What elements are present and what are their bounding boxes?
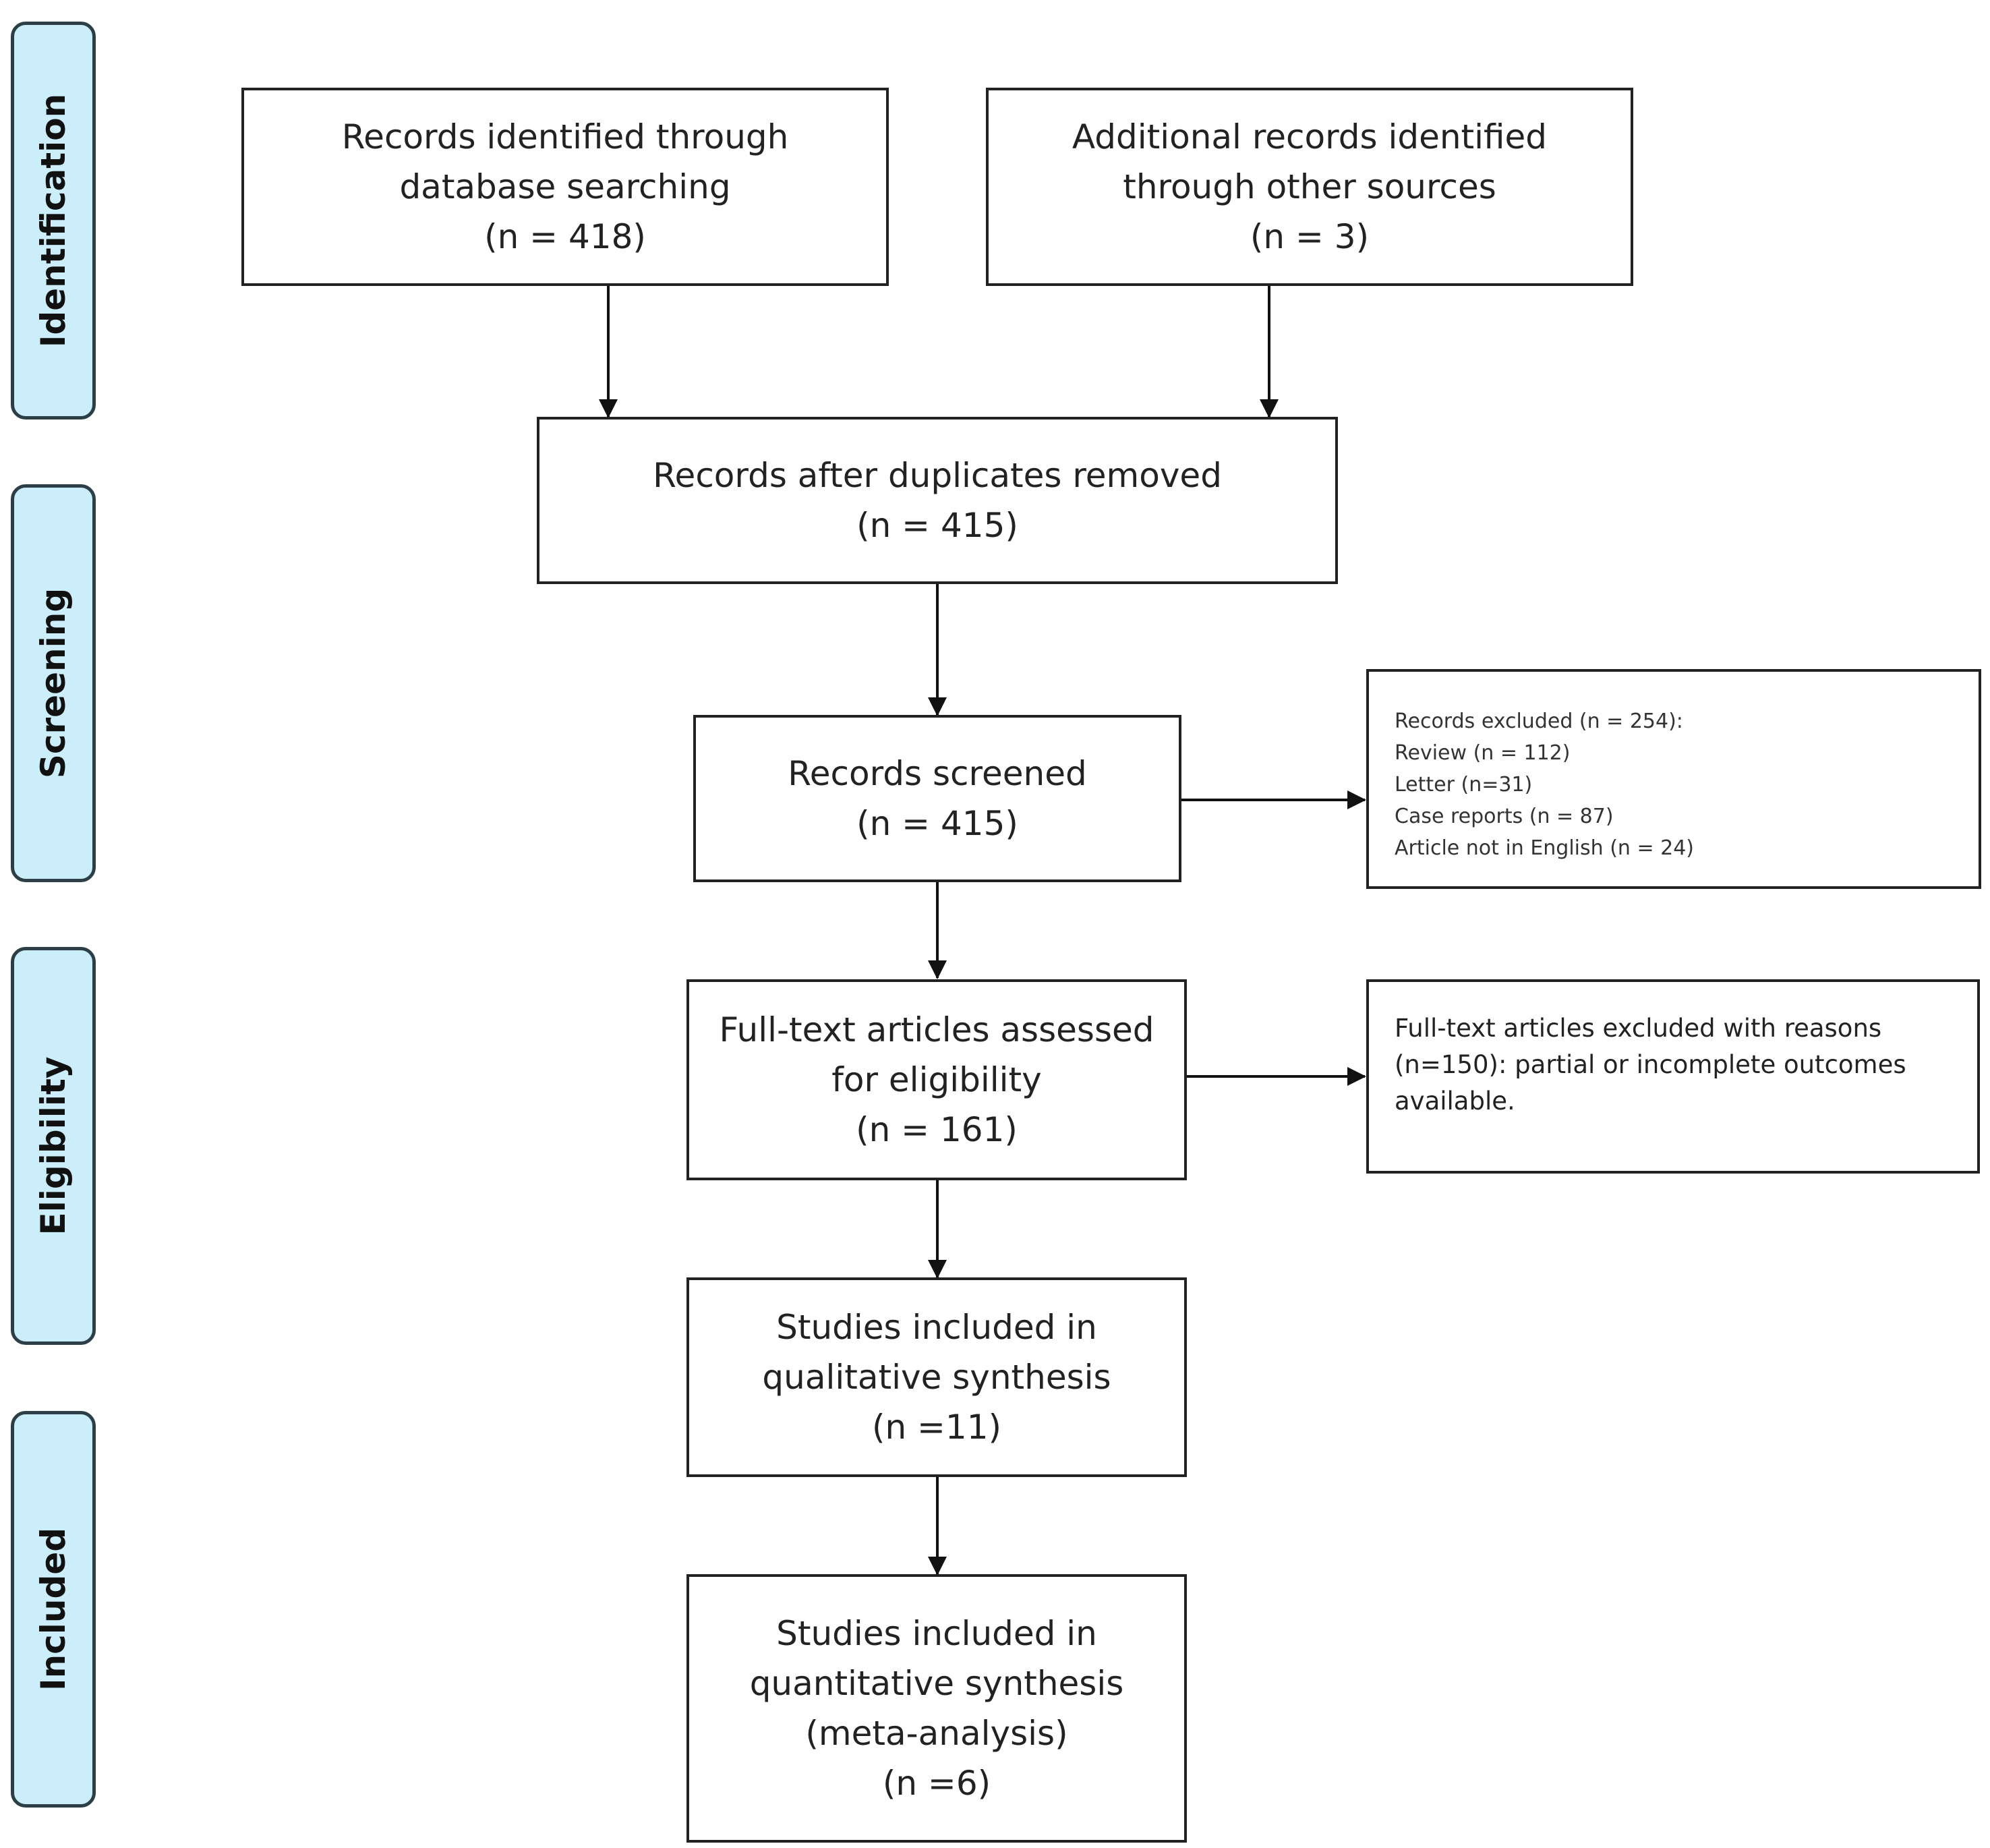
fulltext-count: (n = 161) — [856, 1110, 1018, 1149]
box-database-search: Records identified through database sear… — [241, 88, 889, 286]
arrowhead-excluded — [1347, 790, 1366, 809]
other-sources-line-2: through other sources — [1123, 167, 1496, 206]
arrowhead-fulltext — [928, 960, 947, 979]
arrowhead-database — [599, 399, 618, 418]
qualitative-count: (n =11) — [871, 1408, 1002, 1447]
fulltext-line-2: for eligibility — [831, 1060, 1042, 1099]
duplicates-line-1: Records after duplicates removed — [653, 456, 1222, 495]
fulltext-excluded-line-2: (n=150): partial or incomplete outcomes — [1395, 1050, 1906, 1079]
quantitative-line-3: (meta-analysis) — [805, 1714, 1068, 1753]
duplicates-count: (n = 415) — [856, 506, 1018, 545]
database-count: (n = 418) — [484, 217, 646, 256]
box-records-screened: Records screened (n = 415) — [693, 715, 1181, 882]
box-records-excluded: Records excluded (n = 254): Review (n = … — [1366, 669, 1981, 889]
arrowhead-quantitative — [928, 1557, 947, 1576]
arrowhead-other — [1260, 399, 1279, 418]
quantitative-count: (n =6) — [882, 1764, 991, 1803]
arrowhead-screened — [928, 697, 947, 716]
stage-eligibility: Eligibility — [11, 947, 96, 1345]
box-fulltext-excluded: Full-text articles excluded with reasons… — [1366, 979, 1980, 1174]
fulltext-excluded-line-3: available. — [1395, 1087, 1515, 1116]
screened-count: (n = 415) — [856, 804, 1018, 843]
qualitative-line-1: Studies included in — [776, 1308, 1097, 1347]
box-quantitative-synthesis: Studies included in quantitative synthes… — [686, 1574, 1187, 1843]
quantitative-line-2: quantitative synthesis — [749, 1664, 1124, 1703]
excluded-total: Records excluded (n = 254): — [1395, 710, 1683, 733]
stage-screening: Screening — [11, 484, 96, 882]
box-qualitative-synthesis: Studies included in qualitative synthesi… — [686, 1277, 1187, 1477]
other-sources-count: (n = 3) — [1250, 217, 1370, 256]
screened-line-1: Records screened — [788, 754, 1087, 793]
box-fulltext-assessed: Full-text articles assessed for eligibil… — [686, 979, 1187, 1180]
excluded-not-english: Article not in English (n = 24) — [1395, 836, 1694, 860]
box-duplicates-removed: Records after duplicates removed (n = 41… — [537, 417, 1338, 584]
quantitative-line-1: Studies included in — [776, 1614, 1097, 1653]
arrowhead-fulltext-excluded — [1347, 1067, 1366, 1086]
qualitative-line-2: qualitative synthesis — [762, 1358, 1111, 1397]
stage-included: Included — [11, 1411, 96, 1808]
excluded-review: Review (n = 112) — [1395, 741, 1571, 765]
arrowhead-qualitative — [928, 1260, 947, 1279]
excluded-letter: Letter (n=31) — [1395, 773, 1533, 797]
stage-identification: Identification — [11, 22, 96, 420]
database-line-2: database searching — [399, 167, 731, 206]
database-line-1: Records identified through — [341, 117, 789, 156]
excluded-case-reports: Case reports (n = 87) — [1395, 805, 1614, 828]
fulltext-line-1: Full-text articles assessed — [719, 1010, 1154, 1049]
other-sources-line-1: Additional records identified — [1072, 117, 1548, 156]
box-other-sources: Additional records identified through ot… — [986, 88, 1633, 286]
fulltext-excluded-line-1: Full-text articles excluded with reasons — [1395, 1014, 1882, 1043]
